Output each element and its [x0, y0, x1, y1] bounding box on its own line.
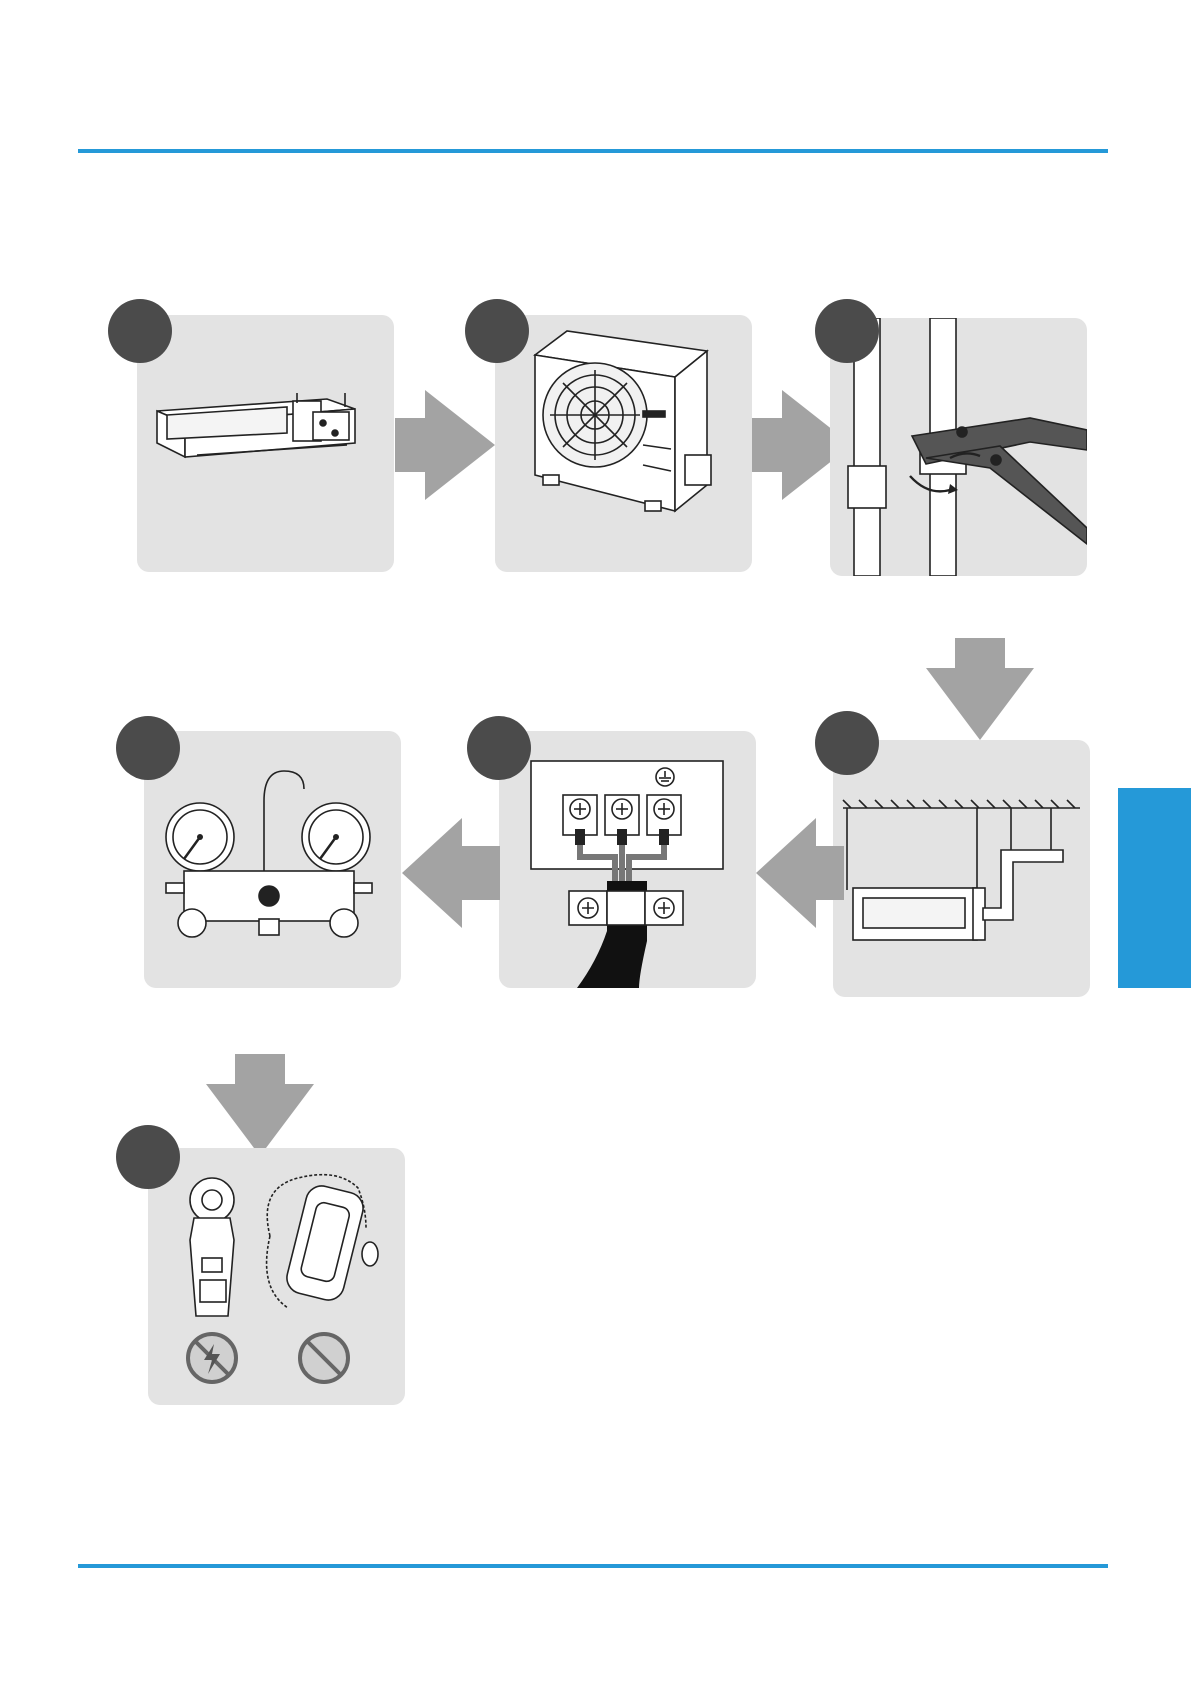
chapter-tab	[1118, 788, 1191, 988]
terminal-block-wiring-illustration	[499, 731, 756, 988]
step-6-marker	[116, 716, 180, 780]
flow-arrow-down-2	[206, 1054, 314, 1156]
header-rule	[78, 149, 1108, 153]
step-5-panel	[499, 731, 756, 988]
step-2-marker	[465, 299, 529, 363]
flow-arrow-down-1	[926, 638, 1034, 740]
step-3-marker	[815, 299, 879, 363]
clamp-meter-leak-detector-illustration	[148, 1148, 405, 1405]
flow-arrow-right-1	[395, 390, 495, 500]
pipe-flare-nut-wrench-illustration	[830, 318, 1087, 576]
footer-rule	[78, 1564, 1108, 1568]
manifold-gauge-illustration	[144, 731, 401, 988]
flow-arrow-left-2	[402, 818, 500, 928]
step-1-panel	[137, 315, 394, 572]
outdoor-unit-illustration	[495, 315, 752, 572]
step-2-panel	[495, 315, 752, 572]
step-7-marker	[116, 1125, 180, 1189]
step-6-panel	[144, 731, 401, 988]
indoor-unit-ceiling-illustration	[833, 740, 1090, 997]
step-4-panel	[833, 740, 1090, 997]
step-7-panel	[148, 1148, 405, 1405]
step-1-marker	[108, 299, 172, 363]
ducted-indoor-unit-illustration	[137, 315, 394, 572]
step-3-panel	[830, 318, 1087, 576]
step-5-marker	[467, 716, 531, 780]
flow-arrow-left-1	[756, 818, 844, 928]
step-4-marker	[815, 711, 879, 775]
